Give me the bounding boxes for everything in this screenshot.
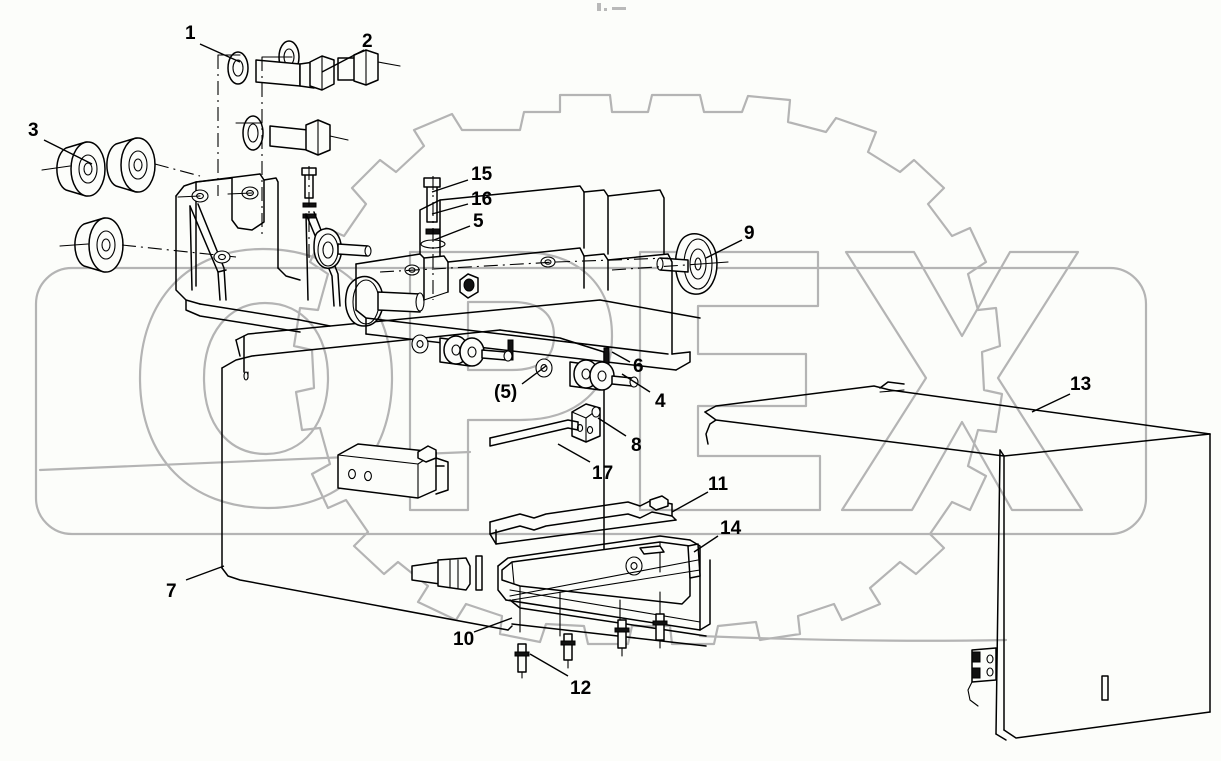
callout-label-7: 7 [166,581,177,602]
callout-label-5: 5 [473,211,484,232]
clamp-assembly-right [535,358,639,391]
part-11-clamp-bar [489,495,677,545]
part-3-bushings [41,137,237,273]
callout-label-11: 11 [708,474,729,495]
callout-label-6: 6 [633,356,644,377]
callout-label-12: 12 [570,678,592,699]
part-15-16-5-fasteners [301,166,446,300]
part-9-knob [611,233,729,295]
mid-bracket [337,443,449,499]
part-10-tray [411,535,711,647]
part-17-strap [489,419,579,447]
callout-label-10: 10 [453,629,475,650]
callout-label-3: 3 [28,120,39,141]
part-7-mounting-bracket [175,173,341,333]
part-12-bolts [514,613,668,679]
callout-label-5-paren: (5) [494,382,518,403]
knob-left [313,227,425,327]
part-7-battery-box [221,299,701,631]
callout-label-9: 9 [744,223,755,244]
top-faint-mark [597,3,626,11]
part-8-hinge [571,403,601,443]
callout-leaders [43,43,1071,677]
part-1-2-fasteners [217,40,401,238]
callout-label-2: 2 [362,31,373,52]
callout-label-14: 14 [720,518,742,539]
callout-label-13: 13 [1070,374,1092,395]
callout-label-4: 4 [655,391,666,412]
callout-label-17: 17 [592,463,614,484]
callout-label-1: 1 [185,23,196,44]
part-13-cover [704,381,1211,741]
callout-label-8: 8 [631,435,642,456]
callout-label-15: 15 [471,164,493,185]
battery-holder-rail [355,185,691,371]
callout-label-16: 16 [471,189,493,210]
clamp-assembly-left [411,334,513,367]
